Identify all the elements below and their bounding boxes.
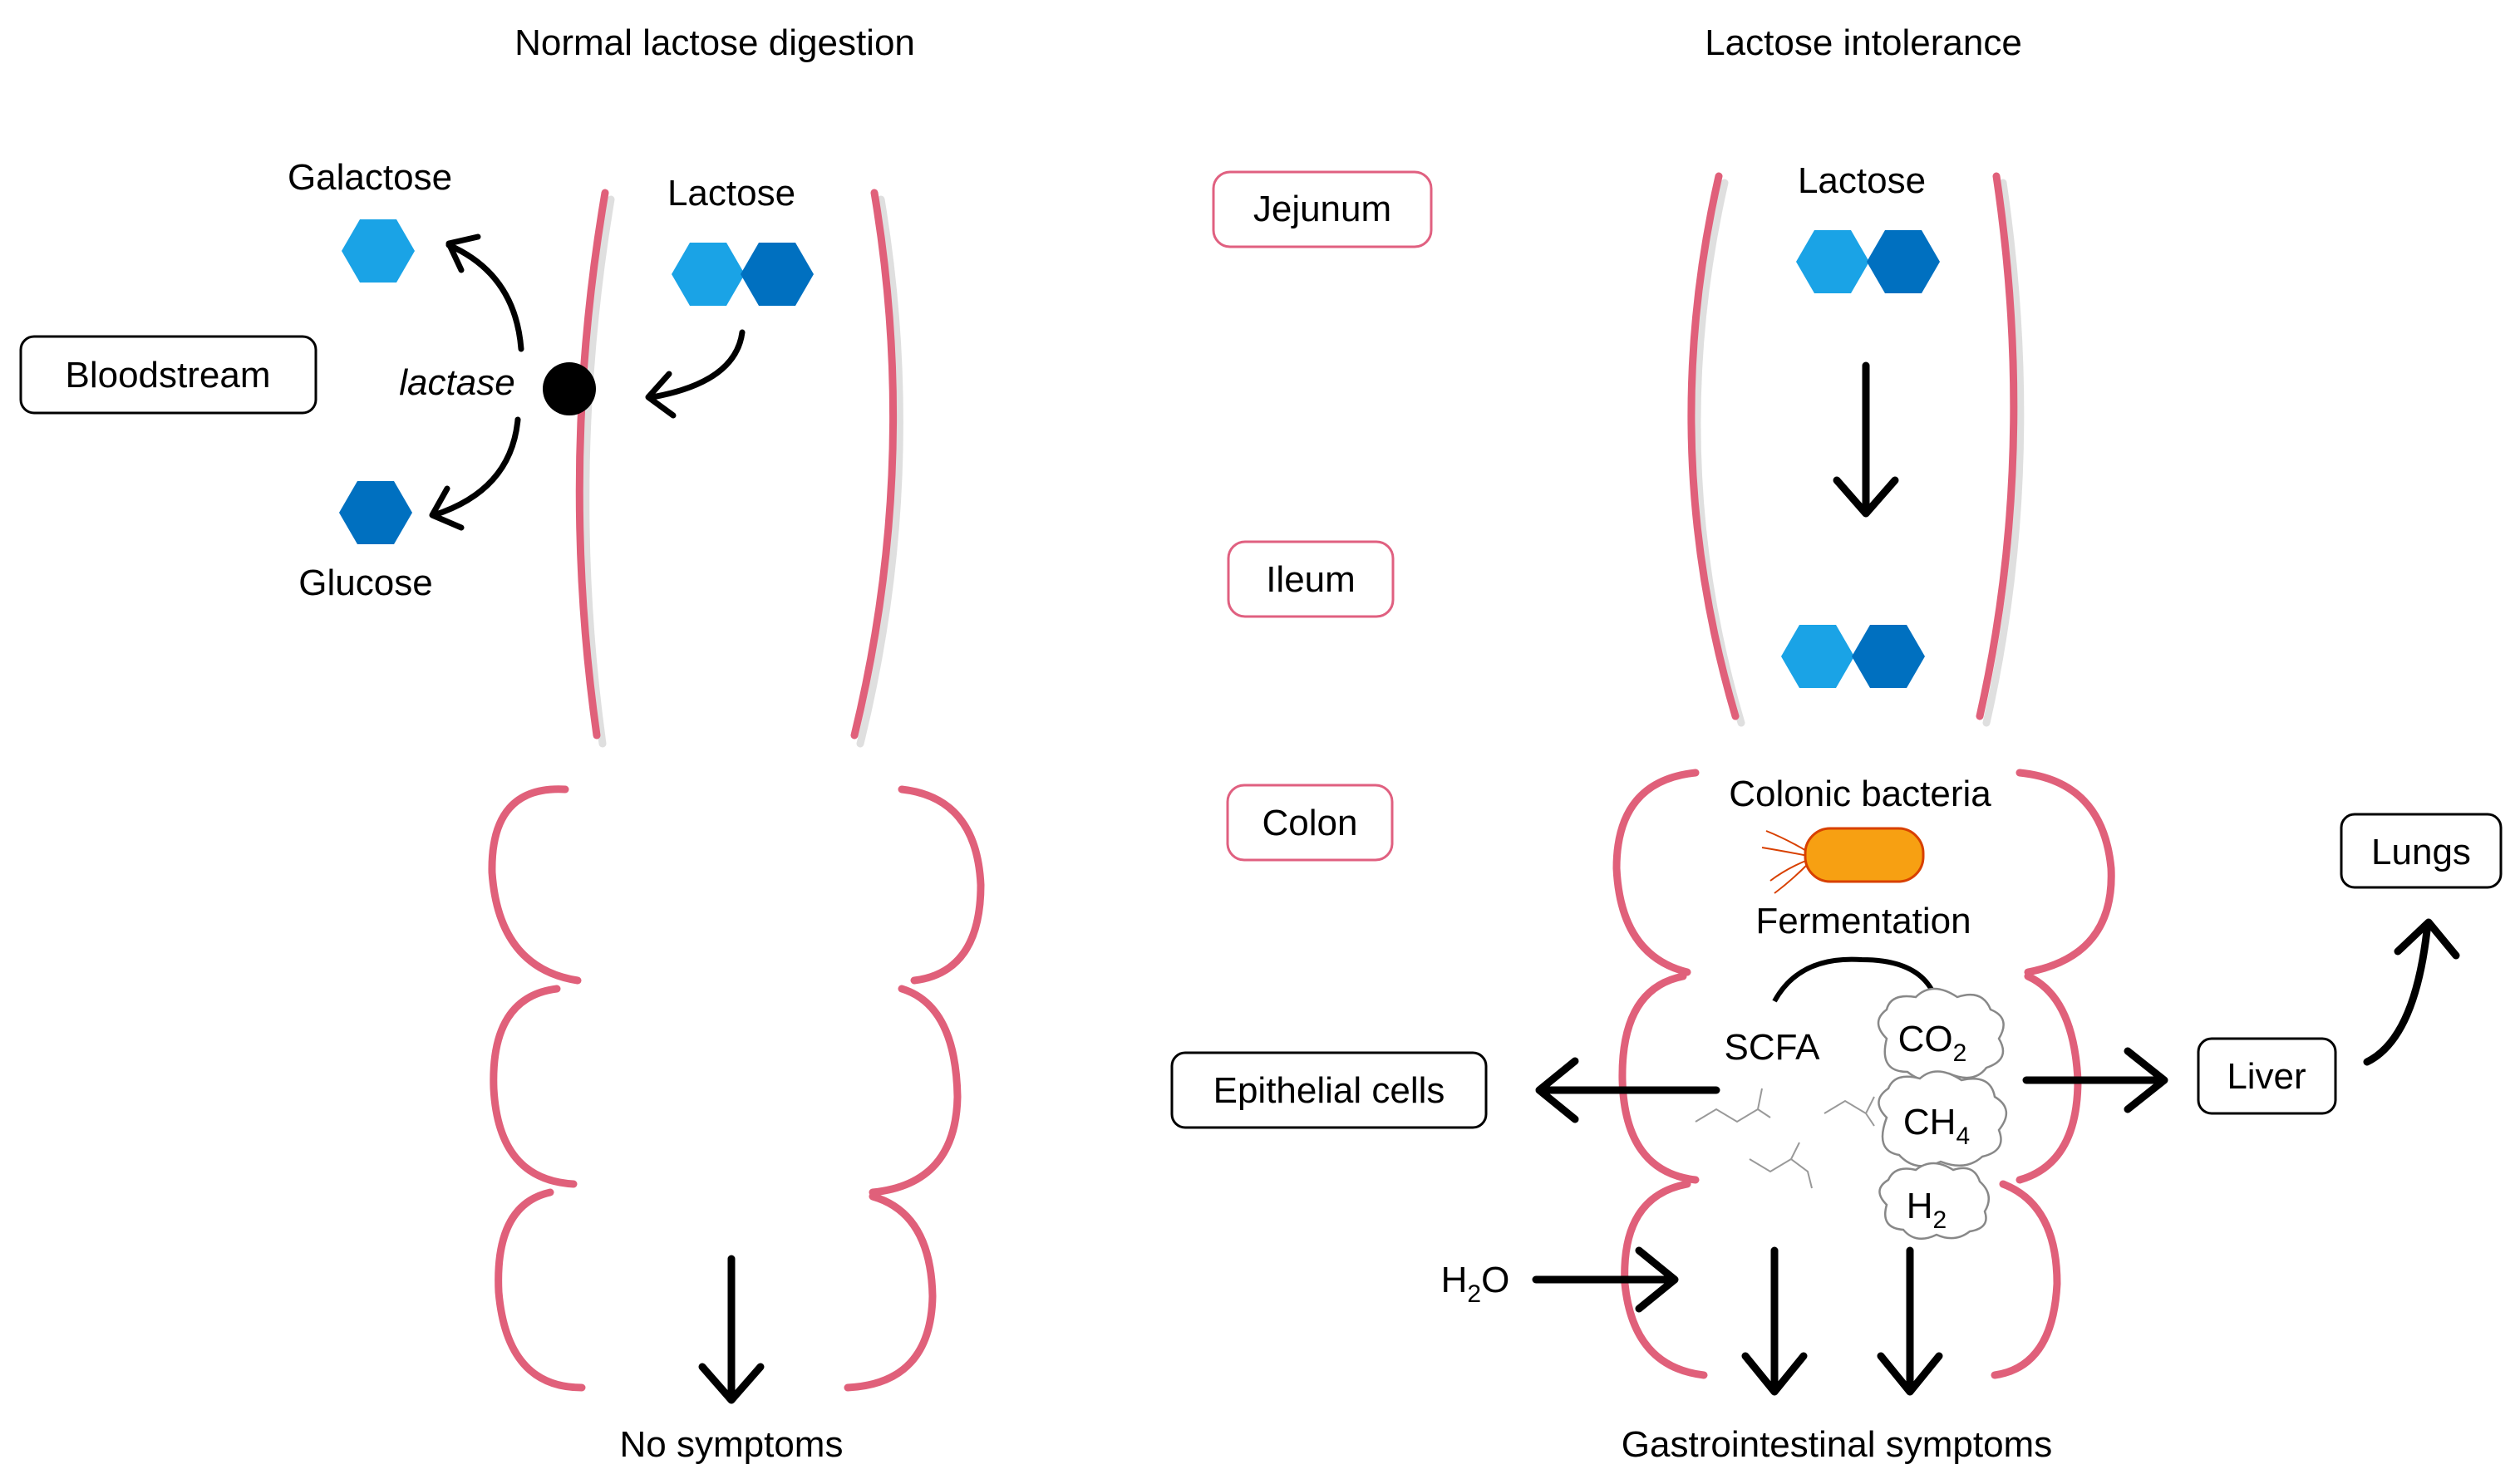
to-epithelial-arrow <box>1535 1057 1720 1123</box>
ch4-cloud: CH4 <box>1878 1070 2007 1167</box>
lungs-label: Lungs <box>2340 813 2503 889</box>
right-small-intestine <box>1687 172 2025 727</box>
lactase-to-glucose-arrow <box>429 416 521 531</box>
colon-label: Colon <box>1226 784 1394 862</box>
galactose-hexagon <box>342 219 415 283</box>
colonic-bacteria-label: Colonic bacteria <box>1729 774 1991 814</box>
fermentation-label: Fermentation <box>1755 901 1971 941</box>
left-lactose-glucose-hexagon <box>741 243 814 306</box>
co2-cloud: CO2 <box>1877 987 2005 1082</box>
ileum-lactose-glucose-hexagon <box>1852 625 1925 688</box>
water-arrow <box>1532 1246 1679 1313</box>
bacterium-icon <box>1761 827 1925 894</box>
galactose-label: Galactose <box>288 157 452 198</box>
gastrointestinal-symptoms-label: Gastrointestinal symptoms <box>1622 1424 2052 1465</box>
svg-text:CH4: CH4 <box>1903 1102 1970 1150</box>
svg-text:Jejunum: Jejunum <box>1253 189 1391 229</box>
fermentation-arc <box>1772 956 1939 1003</box>
right-lactose-label: Lactose <box>1798 160 1926 201</box>
small-intestine-down-arrow <box>1833 361 1899 518</box>
svg-text:Bloodstream: Bloodstream <box>65 355 270 396</box>
svg-text:Colon: Colon <box>1262 803 1358 843</box>
svg-text:H2: H2 <box>1907 1186 1947 1234</box>
to-liver-arrow <box>2022 1047 2168 1113</box>
liver-label: Liver <box>2197 1037 2337 1115</box>
epithelial-cells-label: Epithelial cells <box>1170 1051 1488 1129</box>
liver-to-lungs-arrow <box>2363 918 2460 1066</box>
svg-text:CO2: CO2 <box>1898 1019 1967 1067</box>
left-lactose-galactose-hexagon <box>672 243 745 306</box>
glucose-label: Glucose <box>298 563 432 603</box>
left-panel-title: Normal lactose digestion <box>514 22 915 63</box>
svg-text:Liver: Liver <box>2227 1056 2306 1097</box>
left-lactose-label: Lactose <box>667 173 795 214</box>
lactose-to-lactase-arrow <box>645 329 746 419</box>
svg-text:Epithelial cells: Epithelial cells <box>1213 1070 1445 1111</box>
no-symptoms-label: No symptoms <box>620 1424 844 1465</box>
right-lactose-glucose-hexagon <box>1867 230 1940 293</box>
left-colon <box>488 785 985 1392</box>
lactase-dot <box>543 362 596 415</box>
left-small-intestine <box>575 189 903 748</box>
scfa-label: SCFA <box>1725 1027 1821 1068</box>
glucose-hexagon <box>339 481 412 544</box>
bloodstream-label: Bloodstream <box>19 335 317 415</box>
left-down-arrow <box>698 1255 765 1404</box>
lactase-label: lactase <box>399 362 514 403</box>
right-lactose-galactose-hexagon <box>1796 230 1869 293</box>
scfa-molecules-icon <box>1695 1088 1875 1189</box>
jejunum-label: Jejunum <box>1212 170 1433 248</box>
symptoms-arrow-right <box>1877 1246 1943 1396</box>
symptoms-arrow-left <box>1741 1246 1808 1396</box>
svg-text:Lungs: Lungs <box>2371 832 2471 872</box>
right-panel-title: Lactose intolerance <box>1705 22 2022 63</box>
water-label: H2O <box>1441 1260 1510 1308</box>
h2-cloud: H2 <box>1878 1162 1991 1241</box>
ileum-label: Ileum <box>1227 540 1395 618</box>
lactase-to-galactose-arrow <box>445 233 524 352</box>
svg-text:Ileum: Ileum <box>1266 559 1356 600</box>
ileum-lactose-galactose-hexagon <box>1781 625 1854 688</box>
